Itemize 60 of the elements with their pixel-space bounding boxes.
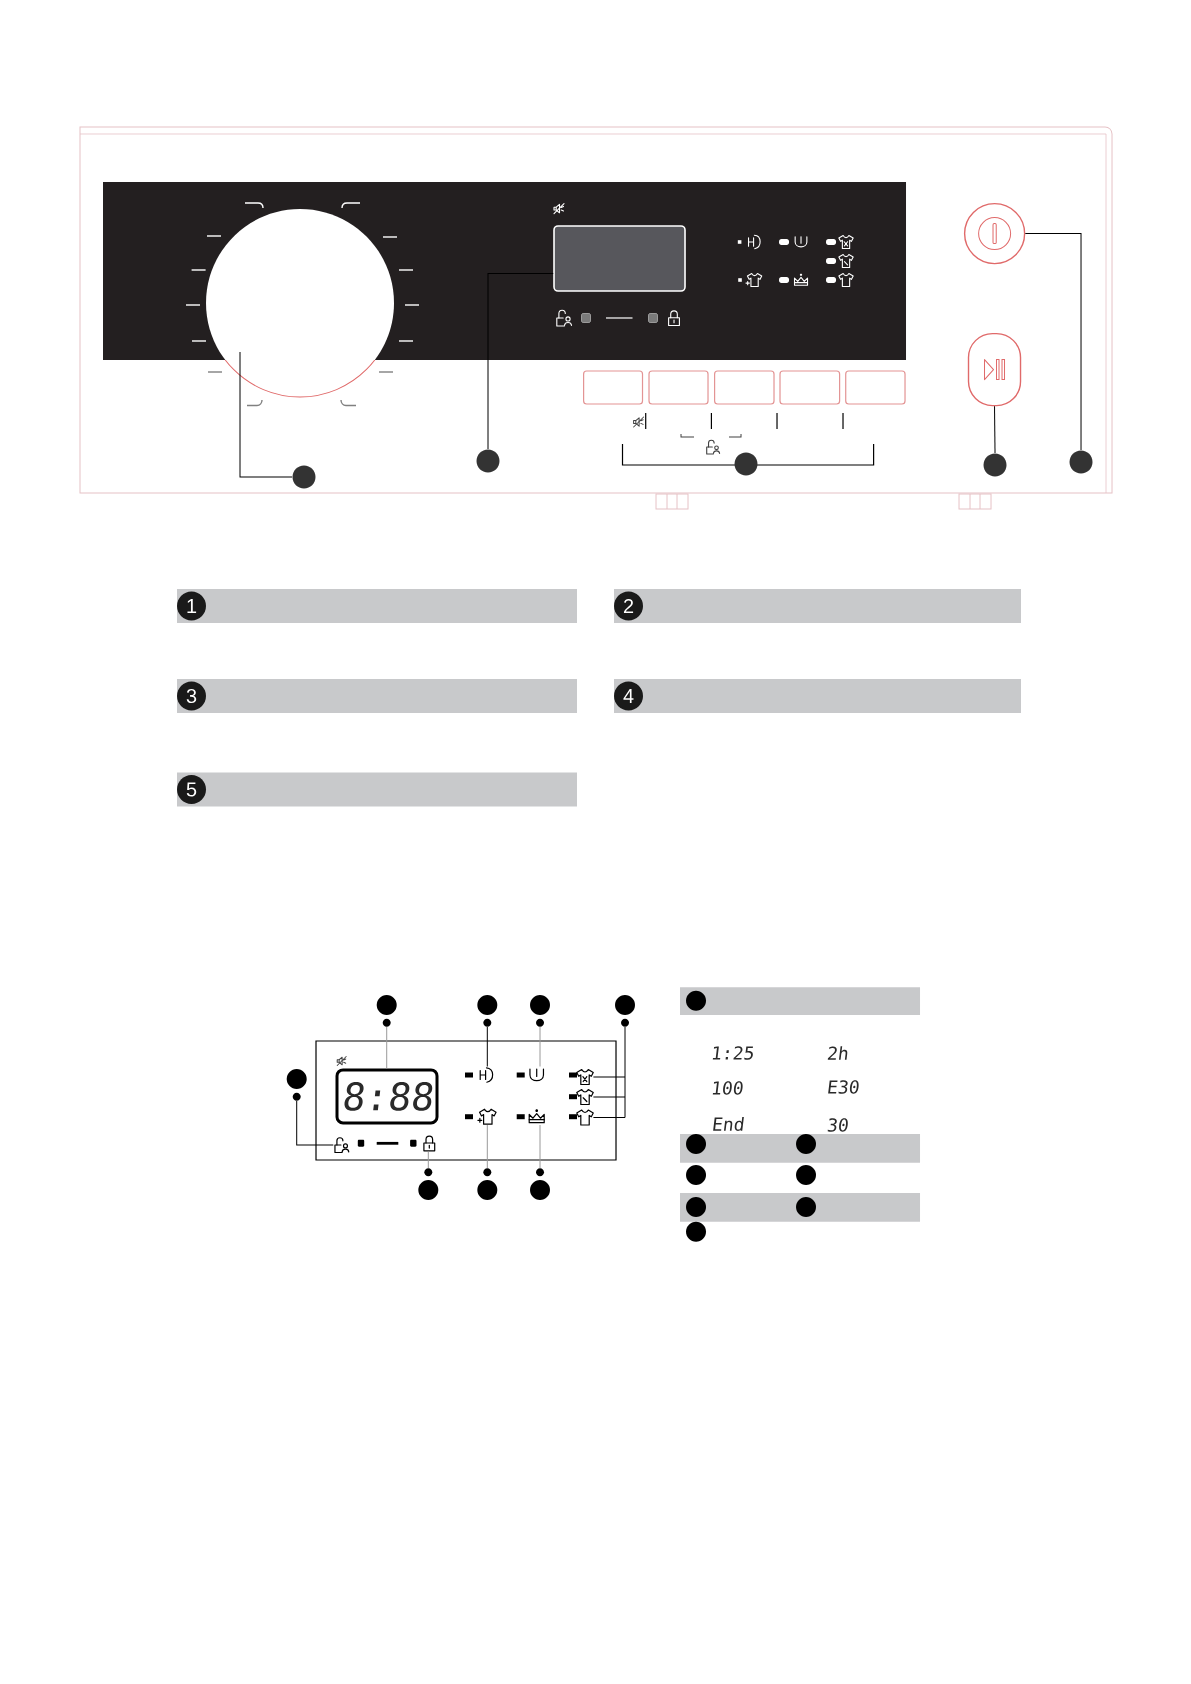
callout-circle [686,1165,706,1185]
leader-line [592,1117,626,1118]
callout-pin [530,995,550,1027]
leader-line [539,1026,541,1068]
callout-pin [530,1168,550,1200]
display-reading: 1:25 [712,1046,753,1060]
callout-circle [686,1221,706,1242]
callout-circle [796,1134,816,1154]
leader-line [624,1026,626,1118]
callout-circle [796,1197,816,1217]
crown-icon [528,1109,545,1124]
callout-pin [615,995,635,1027]
timer-icon [479,1067,494,1083]
leader-line [239,351,293,478]
display-reading: End [713,1117,744,1131]
leader-line [539,1124,541,1169]
child-lock-icon [334,1137,350,1154]
number-badge: 3 [177,681,206,711]
tub-icon [529,1068,545,1082]
program-dial [205,209,395,398]
callout-circle [476,449,500,473]
shirt-plus-icon [477,1108,497,1125]
callout-circle [734,452,758,476]
leader-line [592,1096,626,1098]
callout-pin [376,995,397,1027]
display-reading: 100 [712,1081,743,1095]
number-badge: 5 [177,775,206,804]
callout-circle [686,990,706,1011]
number-badge: 2 [614,591,643,621]
callout-pin [418,1168,439,1200]
leader-line [296,1100,334,1146]
callout-circle [1069,450,1093,474]
display-reading: E30 [828,1080,859,1094]
display-reading: 30 [827,1118,848,1132]
leader-line [486,1026,488,1068]
display-reading: 2h [827,1046,848,1060]
display-panel [315,1040,617,1161]
leader-line [427,1151,429,1169]
digit-display: 8:88 [335,1068,439,1125]
shirt-icon [576,1109,594,1126]
callout-circle [292,465,316,489]
callout-circle [686,1134,706,1154]
shirt-icon [576,1068,594,1086]
shirt-icon [576,1088,594,1106]
callout-circle [796,1165,816,1185]
number-badge: 1 [177,591,206,621]
leader-line [486,1124,488,1169]
leader-line [994,405,996,454]
leader-line [592,1076,626,1078]
callout-circle [686,1197,706,1217]
callout-pin [477,1168,498,1200]
callout-pin [477,995,498,1027]
callout-pin [286,1069,307,1101]
lock-icon [423,1135,436,1152]
display-screen [553,225,686,292]
leader-line [487,273,554,450]
number-badge: 4 [614,681,643,711]
callout-circle [983,453,1007,477]
leader-line [1024,233,1082,451]
leader-line [386,1026,388,1069]
